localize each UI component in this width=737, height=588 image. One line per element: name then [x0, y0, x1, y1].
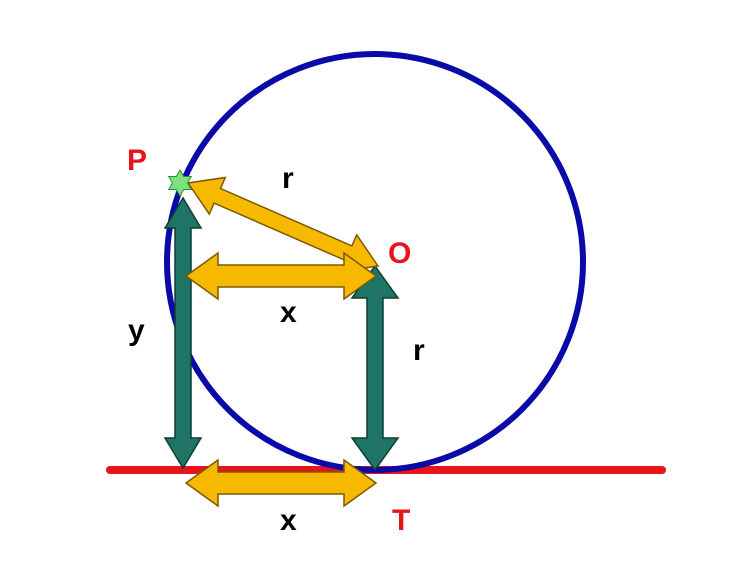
label-radius-slanted: r — [282, 162, 294, 195]
star-icon — [167, 168, 193, 198]
arrow-r-vertical — [350, 264, 400, 472]
label-y: y — [128, 314, 145, 347]
arrow-y — [163, 196, 203, 470]
label-point-t: T — [392, 504, 410, 537]
arrow-r-slanted — [186, 176, 380, 273]
label-x-upper: x — [280, 296, 297, 329]
label-radius-vertical: r — [413, 334, 425, 367]
label-point-p: P — [127, 144, 147, 177]
arrow-x-upper — [184, 251, 378, 301]
label-x-lower: x — [280, 504, 297, 537]
arrow-x-lower — [184, 458, 378, 508]
label-point-o: O — [388, 237, 411, 270]
